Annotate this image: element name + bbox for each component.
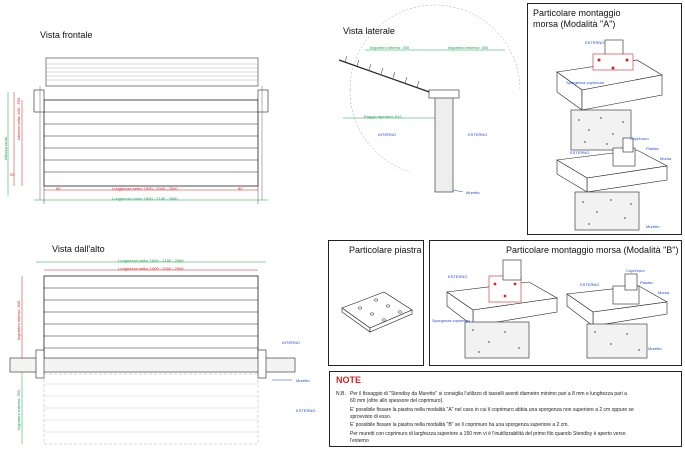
- front-left-side: 20: [10, 172, 15, 177]
- notes-line-1: Per il fissaggio di "Stendisy da Muretto…: [350, 391, 627, 397]
- notes-title: NOTE: [336, 375, 362, 385]
- notes-line-3: E' possibile fissare la piastra nella mo…: [350, 407, 634, 413]
- front-view-title: Vista frontale: [40, 30, 93, 40]
- top-label-esterno: ESTERNO: [296, 408, 316, 413]
- detail-a-morsa: Morsa: [660, 156, 672, 161]
- detail-b-title: Particolare montaggio morsa (Modalità "B…: [506, 245, 679, 255]
- side-view-drawing: [338, 4, 521, 193]
- detail-b-muretto: Muretto: [648, 346, 662, 351]
- detail-b-coprimuro: Coprimuro: [626, 268, 645, 273]
- front-view-drawing: [7, 57, 269, 204]
- detail-b-morsa: Morsa: [658, 290, 670, 295]
- top-label-interno: INTERNO: [282, 340, 300, 345]
- notes-line-5: E' possibile fissare la piastra nella mo…: [350, 422, 569, 428]
- detail-a-muretto: Muretto: [646, 224, 660, 229]
- detail-a-drawing: [556, 39, 668, 231]
- notes-panel: [329, 371, 682, 447]
- side-internal: Ingombro interno: 300: [370, 45, 410, 50]
- plate-title: Particolare piastra: [349, 245, 422, 255]
- detail-a-esterno-2: ESTERNO: [570, 150, 590, 155]
- side-label-interno: INTERNO: [378, 132, 396, 137]
- front-height: Altezza netta: 400 - 550: [16, 97, 21, 140]
- notes-line-6: Per muretti con coprimuro di larghezza s…: [350, 431, 626, 437]
- detail-a-title-1: Particolare montaggio: [533, 8, 621, 18]
- top-depth: Ingombro interno: 900: [16, 300, 21, 340]
- detail-b-esterno-2: ESTERNO: [580, 282, 600, 287]
- notes-line-4: sprovvisto di esso.: [350, 414, 392, 420]
- detail-b-esterno: ESTERNO: [448, 274, 468, 279]
- notes-nb: N.B.: [336, 391, 346, 397]
- detail-b-piastra: Piastra: [640, 280, 653, 285]
- top-view-drawing: [9, 261, 296, 445]
- side-label-muretto: Muretto: [466, 190, 480, 195]
- top-label-muretto: Muretto: [296, 378, 310, 383]
- top-useful-length: Lunghezza netta: 1900 - 2000 - 2500: [118, 266, 184, 271]
- front-small-left: 80: [56, 186, 61, 191]
- front-small-right: 80: [238, 186, 243, 191]
- front-total-length: Lunghezza lorda: 1800 - 2180 - 2680: [112, 196, 178, 201]
- top-depth-ext: Ingombro esterno: 550: [16, 389, 21, 430]
- side-label-esterno: ESTERNO: [468, 132, 488, 137]
- notes-line-2: 60 mm (oltre allo spessore del coprimuro…: [350, 398, 444, 404]
- top-total-length: Lunghezza lorda: 1800 - 2180 - 2680: [118, 258, 184, 263]
- detail-b-drawing: [446, 259, 668, 359]
- top-view-title: Vista dall'alto: [52, 244, 105, 254]
- detail-a-esterno: ESTERNO: [585, 40, 605, 45]
- front-height-gross: Altezza lorda: [3, 136, 8, 160]
- detail-a-title-2: morsa (Modalità "A"): [533, 19, 616, 29]
- notes-line-7: l'esterno: [350, 438, 369, 444]
- side-radius: Raggio apertura: 612: [364, 114, 402, 119]
- side-view-title: Vista laterale: [343, 26, 395, 36]
- side-external: Ingombro esterno: 300: [448, 45, 489, 50]
- front-useful-length: Lunghezza netta: 1900 - 2000 - 2500: [112, 186, 178, 191]
- plate-drawing: [341, 291, 413, 333]
- detail-a-coprimuro: Coprimuro: [630, 136, 649, 141]
- detail-a-piastra: Piastra: [646, 146, 659, 151]
- detail-a-sporgenza: Sporgenza coprimuro: [566, 80, 605, 85]
- detail-b-sporgenza: Sporgenza coprimuro: [432, 318, 471, 323]
